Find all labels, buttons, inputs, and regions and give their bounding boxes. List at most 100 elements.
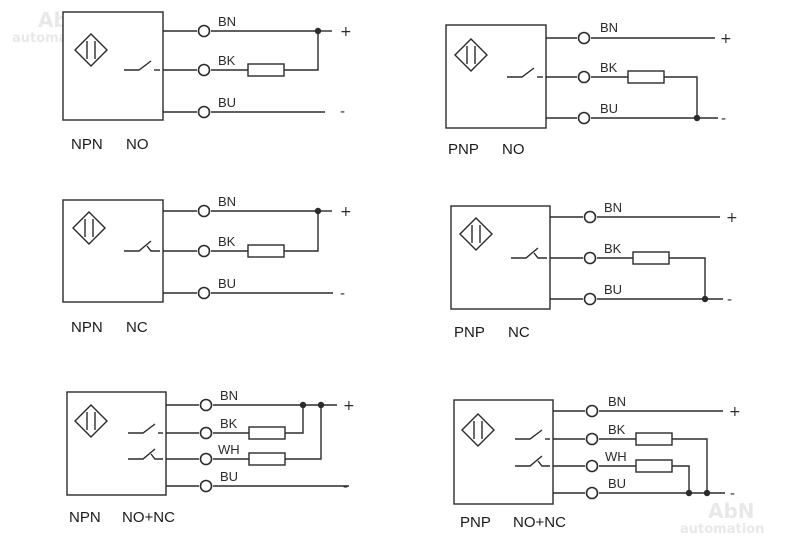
supply-minus: -	[721, 111, 726, 127]
switch-mode-label: NO	[126, 136, 149, 153]
wire-label-bk: BK	[218, 53, 236, 68]
diagram-pnp-no-nc: BN BK WH BU + - PNP NO+NC	[453, 394, 741, 531]
load-resistor	[627, 70, 665, 84]
terminal-bk	[197, 244, 211, 258]
output-type-label: NPN	[69, 509, 101, 526]
terminal-bu	[199, 479, 213, 493]
terminal-wh	[585, 459, 599, 473]
switch-mode-label: NO+NC	[513, 514, 566, 531]
supply-minus: -	[340, 104, 345, 120]
diagram-npn-no-nc: BN BK WH BU + - NPN NO+NC	[66, 388, 355, 526]
supply-minus: -	[343, 479, 348, 495]
terminal-bn	[199, 398, 213, 412]
sensor-face-icon	[454, 38, 488, 72]
watermark-brand: AbN	[708, 499, 755, 523]
terminal-bu	[577, 111, 591, 125]
sensor-face-icon	[459, 217, 493, 251]
sensor-housing	[62, 11, 164, 121]
wire-label-bn: BN	[218, 194, 236, 209]
wire-label-bk: BK	[604, 241, 622, 256]
load-resistor	[248, 426, 286, 440]
sensor-face-icon	[74, 404, 108, 438]
wiring-lines	[546, 37, 718, 119]
switch-no-symbol	[515, 429, 550, 440]
sensor-face-icon	[72, 211, 106, 245]
switch-nc-symbol	[515, 455, 550, 467]
junction-dot	[314, 207, 322, 215]
supply-plus: +	[720, 31, 732, 47]
wire-label-bk: BK	[220, 416, 238, 431]
switch-nc-symbol	[511, 247, 547, 259]
terminal-bk	[577, 70, 591, 84]
wire-label-bu: BU	[220, 469, 238, 484]
load-resistor	[247, 244, 285, 258]
switch-no-symbol	[507, 67, 543, 78]
sensor-housing	[445, 24, 547, 129]
wire-label-bk: BK	[608, 422, 626, 437]
supply-plus: +	[726, 210, 738, 226]
switch-no-symbol	[124, 60, 160, 71]
supply-minus: -	[730, 486, 735, 502]
wire-label-bn: BN	[608, 394, 626, 409]
wire-label-bn: BN	[600, 20, 618, 35]
terminal-bn	[197, 204, 211, 218]
switch-no-symbol	[128, 423, 163, 434]
terminal-bu	[197, 286, 211, 300]
wire-label-wh: WH	[605, 449, 627, 464]
wire-label-bk: BK	[600, 60, 618, 75]
supply-plus: +	[729, 404, 741, 420]
terminal-bn	[583, 210, 597, 224]
load-resistor	[247, 63, 285, 77]
junction-dot	[703, 489, 711, 497]
output-type-label: NPN	[71, 136, 103, 153]
watermark-sub: automation	[680, 522, 764, 537]
supply-minus: -	[727, 292, 732, 308]
wire-label-bk: BK	[218, 234, 236, 249]
load-resistor	[635, 432, 673, 446]
diagram-pnp-no: BN BK BU + - PNP NO	[445, 20, 732, 158]
load-resistor	[635, 459, 673, 473]
wire-label-bu: BU	[604, 282, 622, 297]
wire-label-bn: BN	[218, 14, 236, 29]
terminal-bn	[585, 404, 599, 418]
terminal-bk	[583, 251, 597, 265]
wire-label-wh: WH	[218, 442, 240, 457]
junction-dot	[685, 489, 693, 497]
terminal-bn	[577, 31, 591, 45]
terminal-bn	[197, 24, 211, 38]
terminal-bk	[199, 426, 213, 440]
output-type-label: NPN	[71, 319, 103, 336]
output-type-label: PNP	[448, 141, 479, 158]
wiring-lines	[553, 410, 725, 494]
junction-dot	[701, 295, 709, 303]
terminal-bu	[583, 292, 597, 306]
wire-label-bn: BN	[220, 388, 238, 403]
wiring-lines	[163, 210, 333, 294]
junction-dot	[317, 401, 325, 409]
terminal-bk	[197, 63, 211, 77]
terminal-bk	[585, 432, 599, 446]
switch-nc-symbol	[128, 448, 163, 460]
wire-label-bu: BU	[608, 476, 626, 491]
diagram-npn-nc: BN BK BU + - NPN NC	[62, 194, 352, 336]
sensor-housing	[450, 205, 551, 310]
switch-nc-symbol	[124, 240, 160, 252]
switch-mode-label: NO	[502, 141, 525, 158]
wire-label-bn: BN	[604, 200, 622, 215]
switch-mode-label: NC	[508, 324, 530, 341]
wiring-lines	[550, 216, 723, 300]
diagram-pnp-nc: BN BK BU + - PNP NC	[450, 200, 738, 341]
wiring-lines	[166, 404, 349, 487]
load-resistor	[248, 452, 286, 466]
wire-label-bu: BU	[218, 276, 236, 291]
junction-dot	[314, 27, 322, 35]
switch-mode-label: NO+NC	[122, 509, 175, 526]
supply-plus: +	[340, 204, 352, 220]
output-type-label: PNP	[454, 324, 485, 341]
output-type-label: PNP	[460, 514, 491, 531]
wiring-lines	[163, 30, 325, 113]
supply-plus: +	[340, 24, 352, 40]
terminal-wh	[199, 452, 213, 466]
